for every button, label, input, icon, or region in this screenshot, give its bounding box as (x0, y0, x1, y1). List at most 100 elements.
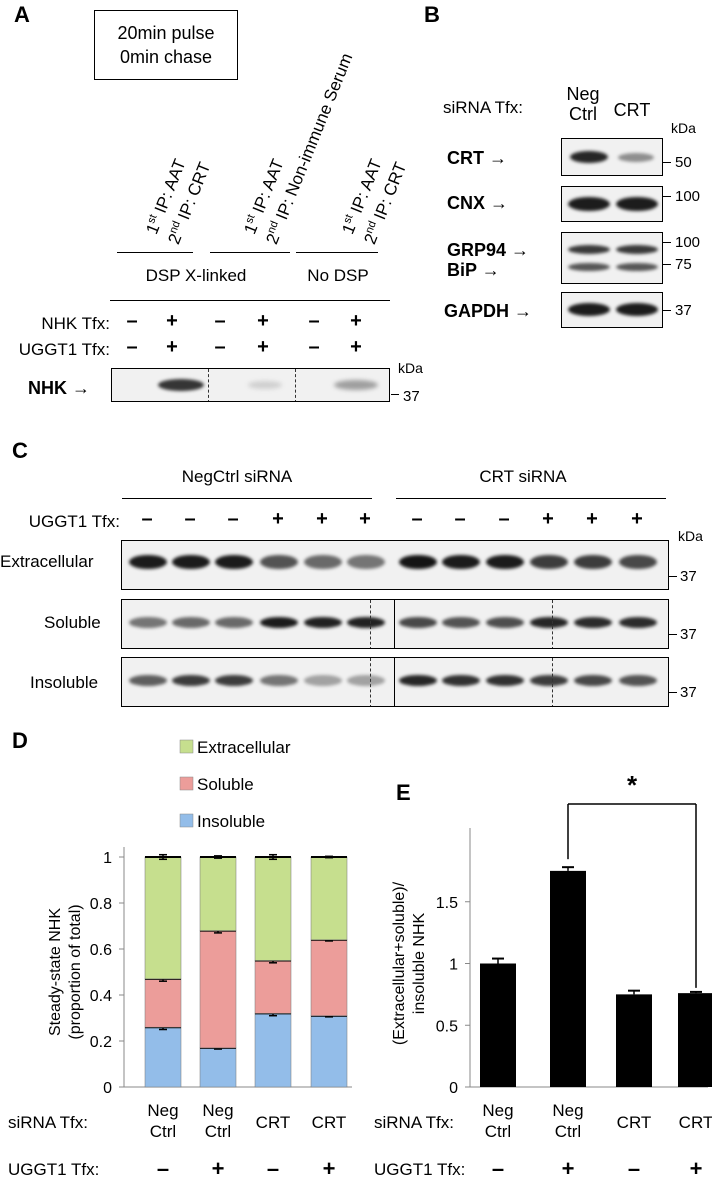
uggt1-tfx-sign: – (628, 1156, 640, 1181)
y-axis-label: Steady-state NHK(proportion of total) (47, 904, 84, 1039)
arrow-icon: → (489, 148, 508, 168)
uggt1-tfx-sign: + (272, 508, 284, 530)
bip-blot-label: BiP → (447, 260, 500, 280)
x-tick-label: Ctrl (205, 1122, 231, 1141)
band (616, 263, 658, 271)
bar-segment-extracellular (199, 856, 237, 931)
band (568, 263, 610, 271)
panel-label-d: D (12, 728, 28, 753)
bar (678, 993, 712, 1087)
cnx-blot-label: CNX → (447, 193, 509, 213)
crt-blot-label: CRT → (447, 148, 508, 168)
uggt1-tfx-label: UGGT1 Tfx: (374, 1160, 465, 1179)
band (129, 617, 167, 628)
band (616, 245, 658, 254)
chase-label: 0min chase (119, 47, 213, 67)
band (304, 555, 342, 569)
marker-tick (663, 196, 671, 197)
band (399, 555, 437, 569)
group-underline (122, 498, 372, 499)
band (248, 381, 282, 389)
lane-divider (370, 600, 371, 648)
band (574, 555, 612, 569)
uggt1-tfx-sign: + (562, 1156, 575, 1181)
band (260, 617, 298, 628)
x-tick-label: Ctrl (485, 1122, 511, 1141)
nhk-tfx-sign: + (257, 310, 269, 332)
band (568, 245, 610, 254)
uggt1-tfx-sign: + (212, 1156, 225, 1180)
kda-label: kDa (678, 528, 703, 544)
arrow-icon: → (514, 301, 533, 321)
uggt1-tfx-sign: + (350, 336, 362, 358)
y-tick-label: 1 (449, 957, 458, 974)
band (347, 675, 385, 686)
soluble-blot (121, 599, 669, 649)
band (442, 617, 480, 628)
marker-50: 50 (675, 154, 692, 171)
y-tick-label: 0.8 (90, 896, 112, 913)
band (399, 675, 437, 686)
ratio-bar-chart: 00.511.5(Extracellular+soluble)/insolubl… (374, 770, 712, 1181)
nhk-tfx-sign: – (214, 310, 226, 332)
marker-tick (669, 576, 677, 577)
uggt1-tfx-sign: – (498, 508, 510, 530)
extracellular-blot (121, 540, 669, 590)
y-tick-label: 0 (103, 1080, 112, 1097)
band (399, 617, 437, 628)
band (347, 555, 385, 569)
x-tick-label: CRT (256, 1113, 291, 1132)
uggt1-tfx-sign: + (166, 336, 178, 358)
band (619, 675, 657, 686)
y-tick-label: 1 (103, 850, 112, 867)
band (172, 617, 210, 628)
nhk-tfx-sign: + (166, 310, 178, 332)
uggt1-tfx-sign: + (690, 1156, 703, 1181)
bar (616, 994, 652, 1087)
bar-segment-soluble (144, 978, 182, 1028)
marker-37: 37 (675, 302, 692, 319)
insoluble-blot (121, 657, 669, 707)
uggt1-tfx-sign: – (141, 508, 153, 530)
marker-37: 37 (680, 626, 697, 643)
bar (480, 963, 516, 1087)
bar-segment-insoluble (310, 1015, 348, 1088)
legend-swatch (179, 813, 194, 828)
band (442, 675, 480, 686)
lane-divider (370, 658, 371, 706)
x-tick-label: Ctrl (150, 1122, 176, 1141)
arrow-icon: → (490, 193, 509, 213)
uggt1-tfx-sign: + (631, 508, 643, 530)
arrow-icon: → (511, 240, 530, 260)
uggt1-tfx-sign: + (586, 508, 598, 530)
band (260, 675, 298, 686)
uggt1-tfx-sign: + (323, 1156, 336, 1180)
bar-segment-soluble (310, 939, 348, 1016)
sirna-tfx-label: siRNA Tfx: (443, 98, 523, 117)
arrow-icon: → (72, 378, 91, 398)
y-tick-label: 0.5 (436, 1018, 458, 1035)
bar-segment-insoluble (144, 1026, 182, 1088)
bar-segment-insoluble (199, 1047, 237, 1088)
band (172, 555, 210, 569)
y-tick-label: 1.5 (436, 895, 458, 912)
group-underline (396, 498, 666, 499)
x-tick-label: CRT (312, 1113, 347, 1132)
marker-tick (391, 394, 399, 395)
band (486, 675, 524, 686)
uggt1-tfx-sign: – (227, 508, 239, 530)
bar-segment-extracellular (144, 856, 182, 980)
kda-label: kDa (398, 360, 423, 376)
marker-tick (669, 692, 677, 693)
uggt1-tfx-sign: – (492, 1156, 504, 1181)
marker-tick (663, 242, 671, 243)
legend-swatch (179, 739, 194, 754)
x-tick-label: Ctrl (555, 1122, 581, 1141)
grp94-bip-blot (561, 232, 663, 284)
band (568, 303, 610, 316)
panel-label-b: B (424, 2, 440, 27)
band (215, 617, 253, 628)
uggt1-tfx-sign: – (308, 336, 320, 358)
band (574, 675, 612, 686)
lane-divider (295, 369, 296, 401)
